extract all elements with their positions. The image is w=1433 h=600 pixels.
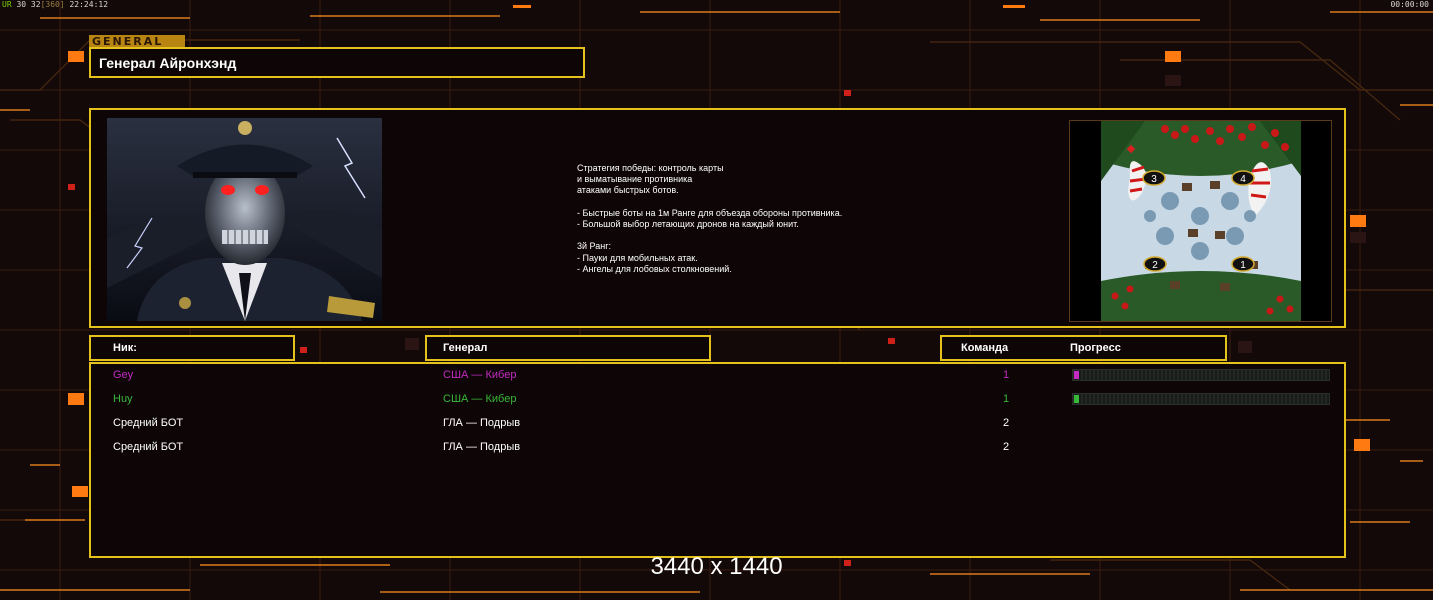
general-title-box: Генерал Айронхэнд [89,47,585,78]
stats-clock: 22:24:12 [69,0,109,9]
stats-bracket: [360] [40,0,65,9]
players-list: Gey США — Кибер 1 Huy США — Кибер 1 Сред… [89,362,1346,558]
spawn-label-3: 3 [1151,174,1157,185]
general-portrait-image [107,118,382,321]
player-nick: Средний БОТ [113,441,184,453]
general-portrait [107,118,382,321]
player-general: США — Кибер [443,369,517,381]
player-row: Gey США — Кибер 1 [91,366,1344,386]
strategy-description: Стратегия победы: контроль карты и вымат… [577,163,843,274]
player-progress-fill [1074,371,1079,379]
general-title: Генерал Айронхэнд [99,55,237,71]
player-progress-fill [1074,395,1079,403]
header-progress: Прогресс [1070,342,1121,354]
player-nick: Huy [113,393,133,405]
spawn-label-4: 4 [1240,174,1246,185]
player-progress-bar [1072,369,1330,381]
player-nick: Средний БОТ [113,417,184,429]
player-row: Huy США — Кибер 1 [91,390,1344,410]
player-progress-bar [1072,393,1330,405]
player-team: 2 [1003,417,1010,429]
header-general-box: Генерал [425,335,711,361]
stats-values: 30 32 [16,0,41,9]
spawn-label-2: 2 [1152,260,1158,271]
header-team-progress-box: Команда Прогресс [940,335,1227,361]
spawn-label-1: 1 [1240,260,1246,271]
player-team: 2 [1003,441,1010,453]
map-preview[interactable]: 3 4 2 1 [1069,120,1332,322]
general-info-panel: Стратегия победы: контроль карты и вымат… [89,108,1346,328]
player-row: Средний БОТ ГЛА — Подрыв 2 [91,438,1344,458]
spawn-marker-1: 1 [1231,256,1255,272]
game-timer: 00:00:00 [1390,0,1429,9]
map-preview-image: 3 4 2 1 [1070,121,1331,321]
player-general: ГЛА — Подрыв [443,417,521,429]
header-nick: Ник: [113,342,137,354]
fps-stats: UR 30 32[360] 22:24:12 [2,0,108,9]
general-tab-label: GENERAL [89,35,185,48]
player-team: 1 [1003,393,1010,405]
player-general: ГЛА — Подрыв [443,441,521,453]
stats-prefix: UR [2,0,12,9]
spawn-marker-3: 3 [1142,170,1166,186]
spawn-marker-4: 4 [1231,170,1255,186]
header-team: Команда [961,342,1009,354]
spawn-marker-2: 2 [1143,256,1167,272]
player-general: США — Кибер [443,393,517,405]
resolution-caption: 3440 x 1440 [650,553,783,580]
player-row: Средний БОТ ГЛА — Подрыв 2 [91,414,1344,434]
player-team: 1 [1003,369,1010,381]
header-nick-box: Ник: [89,335,295,361]
player-nick: Gey [113,369,134,381]
header-general: Генерал [443,342,488,354]
